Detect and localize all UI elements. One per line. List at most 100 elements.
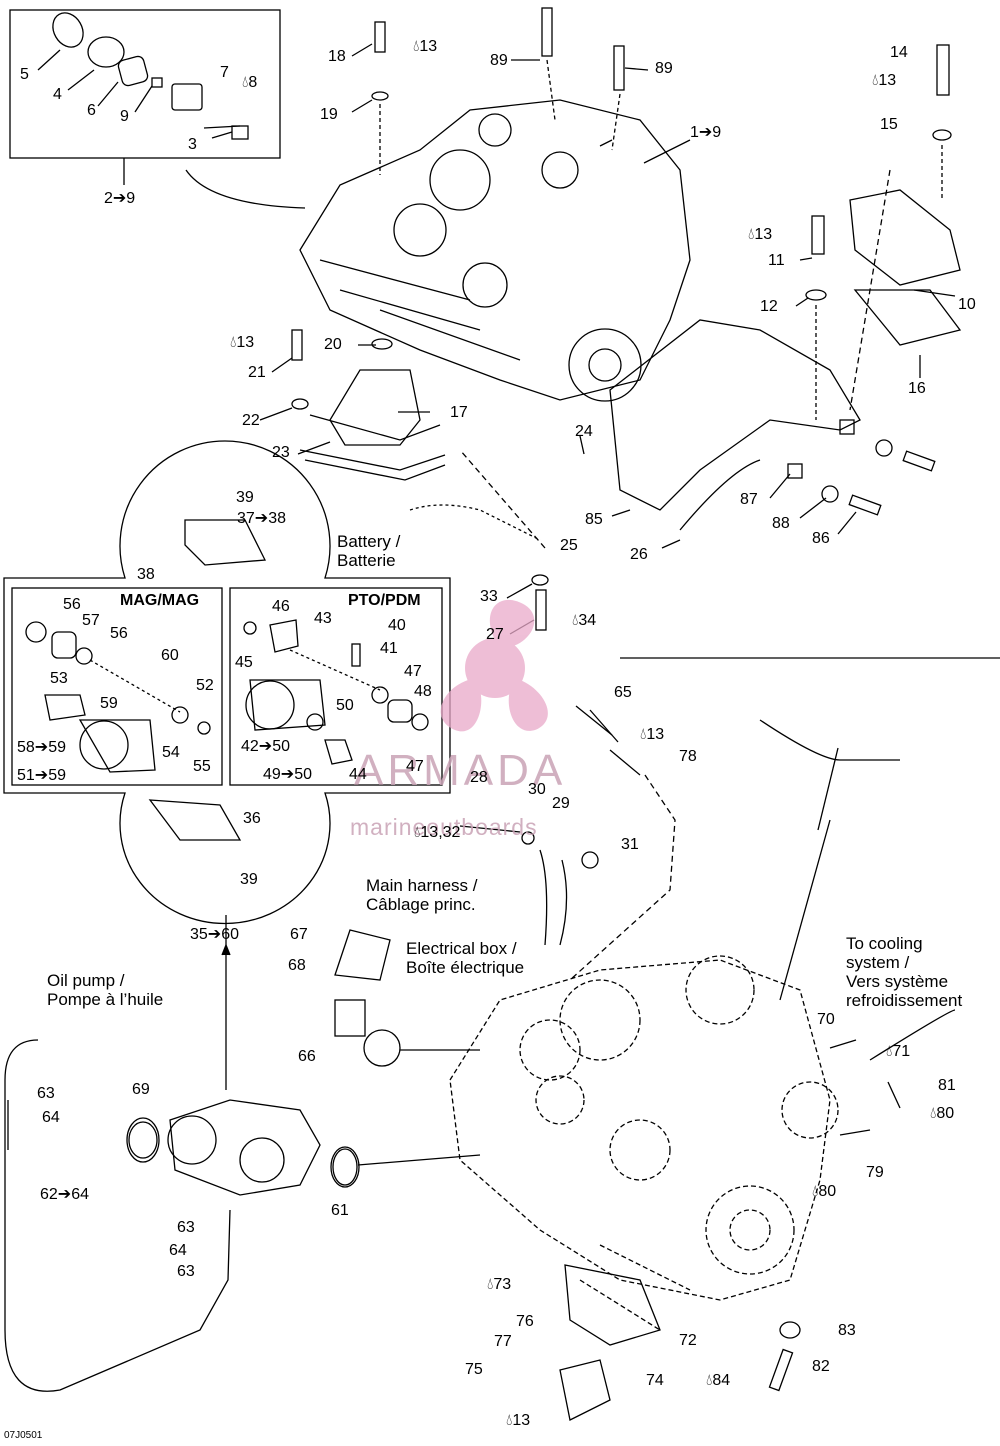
- callout-number: 13: [512, 1412, 531, 1429]
- main-harness-note-fr: Câblage princ.: [366, 895, 476, 914]
- callout-number: 71: [892, 1043, 911, 1060]
- callout-label: 31: [621, 836, 639, 853]
- callout-label: 💧︎13,32: [414, 824, 460, 842]
- sealant-drop-icon: 💧︎: [506, 1412, 513, 1429]
- battery-note-fr: Batterie: [337, 551, 396, 570]
- callout-label: 70: [817, 1011, 835, 1028]
- callout-label: 1➔9: [690, 124, 722, 141]
- callout-label: 6: [87, 102, 96, 119]
- callout-label: 89: [655, 60, 673, 77]
- callout-number: 73: [493, 1276, 512, 1293]
- callout-label: 36: [243, 810, 261, 827]
- callout-label: 48: [414, 683, 432, 700]
- callout-label: 68: [288, 957, 306, 974]
- callout-label: 💧︎84: [706, 1372, 730, 1390]
- callout-label: 💧︎13: [872, 72, 896, 90]
- callout-label: 50: [336, 697, 354, 714]
- callout-label: 💧︎80: [930, 1105, 954, 1123]
- callout-label: 5: [20, 66, 29, 83]
- cooling-note-4: refroidissement: [846, 991, 963, 1010]
- callout-label: 39: [236, 489, 254, 506]
- callout-label: 16: [908, 380, 926, 397]
- callout-label: 24: [575, 423, 593, 440]
- callout-label: 10: [958, 296, 976, 313]
- callout-label: 81: [938, 1077, 956, 1094]
- callout-label: 45: [235, 654, 253, 671]
- oil-pump-note-fr: Pompe à l’huile: [47, 990, 164, 1009]
- callout-label: 39: [240, 871, 258, 888]
- callout-label: 19: [320, 106, 338, 123]
- pto-panel: [229, 587, 443, 786]
- callout-label: 💧︎34: [572, 612, 596, 630]
- callout-label: 20: [324, 336, 342, 353]
- callout-number: 13: [236, 334, 255, 351]
- callout-label: 86: [812, 530, 830, 547]
- sealant-drop-icon: 💧︎: [413, 38, 420, 55]
- watermark-brand: ARMADA: [354, 746, 567, 795]
- callout-label: 11: [768, 252, 785, 269]
- callout-label: 47: [406, 758, 424, 775]
- callout-label: 52: [196, 677, 214, 694]
- callout-label: 64: [169, 1242, 187, 1259]
- callout-label: 💧︎80: [812, 1183, 836, 1201]
- cooling-note-2: system /: [846, 953, 910, 972]
- callout-label: 62➔64: [40, 1186, 89, 1203]
- callout-label: 40: [388, 617, 406, 634]
- callout-label: 82: [812, 1358, 830, 1375]
- callout-number: 34: [578, 612, 597, 629]
- sealant-drop-icon: 💧︎: [872, 72, 879, 89]
- callout-number: 13: [646, 726, 665, 743]
- callout-label: 53: [50, 670, 68, 687]
- callout-label: 9: [120, 108, 129, 125]
- callout-label: 60: [161, 647, 179, 664]
- sealant-drop-icon: 💧︎: [886, 1043, 893, 1060]
- sealant-drop-icon: 💧︎: [748, 226, 755, 243]
- callout-label: 7: [220, 64, 229, 81]
- callout-label: 💧︎13: [230, 334, 254, 352]
- callout-number: 13: [419, 38, 438, 55]
- callout-label: 2➔9: [104, 190, 136, 207]
- sealant-drop-icon: 💧︎: [414, 824, 421, 841]
- cooling-note-3: Vers système: [846, 972, 949, 991]
- callout-label: 💧︎8: [242, 74, 257, 92]
- callout-label: 43: [314, 610, 332, 627]
- callout-label: 61: [331, 1202, 349, 1219]
- sealant-drop-icon: 💧︎: [230, 334, 237, 351]
- callout-label: 25: [560, 537, 578, 554]
- callout-label: 69: [132, 1081, 150, 1098]
- callout-label: 21: [248, 364, 266, 381]
- callout-label: 85: [585, 511, 603, 528]
- figure-code: 07J0501: [4, 1430, 43, 1441]
- main-harness-note-en: Main harness /: [366, 876, 478, 895]
- callout-label: 35➔60: [190, 926, 239, 943]
- callout-label: 57: [82, 612, 100, 629]
- callout-number: 80: [818, 1183, 837, 1200]
- sealant-drop-icon: 💧︎: [706, 1372, 713, 1389]
- cooling-note-1: To cooling: [846, 934, 923, 953]
- watermark-tagline: marineoutboards: [350, 814, 538, 840]
- callout-label: 65: [614, 684, 632, 701]
- callout-label: 47: [404, 663, 422, 680]
- callout-label: 29: [552, 795, 570, 812]
- callout-label: 59: [100, 695, 118, 712]
- callout-label: 41: [380, 640, 398, 657]
- sealant-drop-icon: 💧︎: [930, 1105, 937, 1122]
- callout-label: 4: [53, 86, 62, 103]
- callout-number: 13: [878, 72, 897, 89]
- callout-label: 💧︎71: [886, 1043, 910, 1061]
- callout-number: 8: [248, 74, 258, 91]
- callout-label: 46: [272, 598, 290, 615]
- callout-label: 79: [866, 1164, 884, 1181]
- callout-label: 💧︎13: [506, 1412, 530, 1430]
- callout-label: 12: [760, 298, 778, 315]
- callout-label: 37➔38: [237, 510, 286, 527]
- sealant-drop-icon: 💧︎: [572, 612, 579, 629]
- lower-engine-outline: [449, 955, 839, 1331]
- callout-number: 84: [712, 1372, 731, 1389]
- callout-number: 13: [754, 226, 773, 243]
- callout-label: 66: [298, 1048, 316, 1065]
- sealant-drop-icon: 💧︎: [242, 74, 249, 91]
- callout-label: 17: [450, 404, 468, 421]
- callout-label: 33: [480, 588, 498, 605]
